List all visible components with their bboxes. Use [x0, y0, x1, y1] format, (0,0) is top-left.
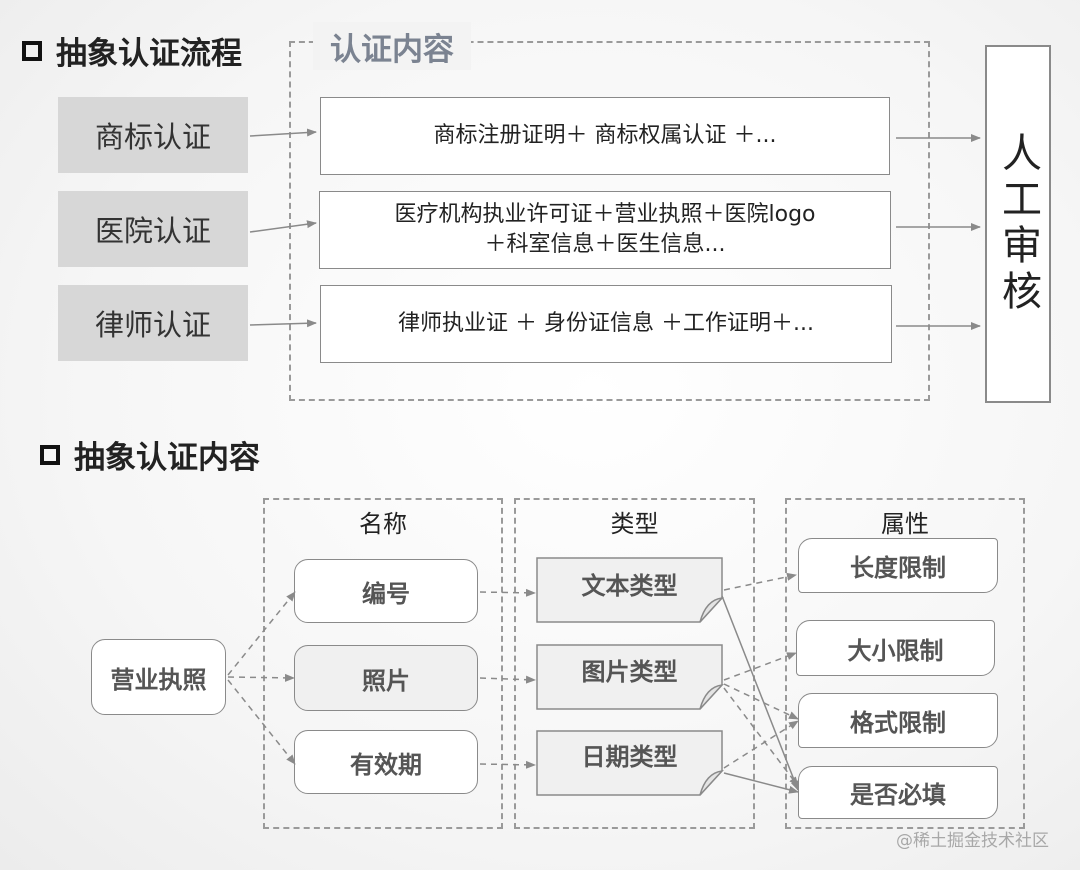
type-node: 图片类型 [581, 658, 678, 686]
flow-content-hospital: 医疗机构执业许可证＋营业执照＋医院logo ＋科室信息＋医生信息... [319, 191, 891, 269]
arrow-lawyer-in [249, 319, 317, 328]
flow-content-lawyer: 律师执业证 ＋ 身份证信息 ＋工作证明＋... [320, 285, 892, 363]
checkbox-square-icon [40, 444, 60, 465]
arrow-image-to-required [723, 687, 799, 787]
arrow-trademark-in [249, 128, 317, 137]
arrow-root-to-photo [227, 673, 295, 682]
arrow-validity-to-date [479, 760, 536, 769]
arrow-number-to-text [479, 588, 536, 597]
arrow-date-to-format [723, 720, 799, 769]
doc-fold [699, 597, 724, 623]
name-node: 照片 [294, 645, 478, 711]
section-title-content-text: 抽象认证内容 [74, 440, 260, 476]
attr-node: 格式限制 [798, 693, 998, 748]
attr-node: 是否必填 [798, 766, 998, 819]
type-node: 文本类型 [581, 572, 678, 600]
root-node-business-license: 营业执照 [91, 639, 226, 715]
section-title-flow-text: 抽象认证流程 [56, 36, 242, 72]
section-title-content: 抽象认证内容 [40, 432, 260, 477]
arrow-image-to-size [723, 652, 797, 681]
flow-content-line: 商标注册证明＋ 商标权属认证 ＋... [433, 123, 777, 149]
flow-content-trademark: 商标注册证明＋ 商标权属认证 ＋... [320, 97, 890, 175]
manual-review-box: 人工审核 [985, 45, 1051, 403]
doc-fold [699, 684, 724, 710]
type-column-frame [514, 498, 755, 829]
flow-content-line: 律师执业证 ＋ 身份证信息 ＋工作证明＋... [398, 311, 814, 337]
flow-content-line: 医疗机构执业许可证＋营业执照＋医院logo [394, 202, 816, 228]
flow-label-hospital: 医院认证 [58, 191, 248, 267]
checkbox-square-icon [22, 40, 42, 61]
name-column-frame [263, 498, 503, 829]
arrow-date-to-required [723, 772, 799, 794]
cert-content-label: 认证内容 [313, 22, 471, 70]
arrow-hospital-in [249, 220, 317, 233]
doc-fold [699, 770, 724, 796]
attr-node: 长度限制 [798, 538, 998, 593]
flow-label-lawyer: 律师认证 [58, 285, 248, 361]
column-title-name: 名称 [359, 510, 407, 538]
watermark: @稀土掘金技术社区 [896, 831, 1049, 851]
attr-node: 大小限制 [796, 620, 995, 676]
column-title-type: 类型 [610, 510, 659, 538]
cert-content-frame [289, 41, 930, 401]
arrow-root-to-validity [227, 679, 296, 765]
arrow-photo-to-image [479, 675, 536, 684]
type-node: 日期类型 [581, 743, 678, 771]
arrow-text-to-required [721, 595, 799, 791]
name-node: 编号 [294, 559, 478, 623]
arrow-text-to-length [723, 572, 797, 591]
flow-label-trademark: 商标认证 [58, 97, 248, 173]
attr-column-frame [785, 498, 1025, 829]
arrow-image-to-format [723, 683, 799, 720]
section-title-flow: 抽象认证流程 [22, 28, 242, 73]
column-title-attr: 属性 [881, 510, 929, 538]
flow-content-line: ＋科室信息＋医生信息... [484, 232, 726, 257]
name-node: 有效期 [294, 730, 478, 794]
arrow-root-to-number [227, 591, 296, 676]
